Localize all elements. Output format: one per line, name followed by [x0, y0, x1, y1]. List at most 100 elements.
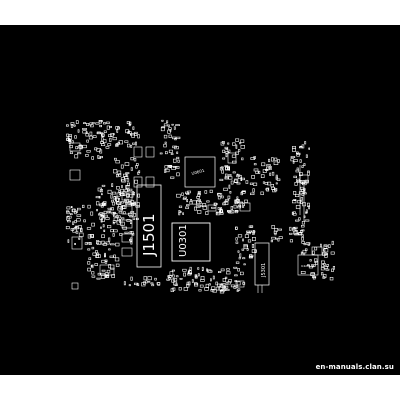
component-outline [154, 277, 157, 281]
component-outline [240, 177, 243, 182]
component-outline [118, 198, 120, 201]
component-outline [121, 185, 124, 188]
component-outline [176, 151, 179, 154]
component-outline [236, 174, 241, 178]
component-outline [75, 120, 79, 124]
component-outline [68, 134, 72, 137]
component-outline [107, 207, 113, 210]
schematic-viewer: J1501 U0301 U0601 J5301 U4201 en-manuals… [0, 25, 400, 375]
component-outline [235, 144, 238, 149]
component-outline [133, 131, 138, 134]
component-outline [122, 205, 127, 209]
component-outline [147, 276, 152, 281]
chip-u4201-label: U4201 [301, 264, 311, 268]
component-outline [109, 255, 114, 258]
component-outline [252, 237, 256, 242]
component-outline [88, 257, 92, 261]
component-outline [103, 130, 107, 134]
component-outline [123, 211, 126, 215]
component-outline [160, 127, 165, 132]
component-outline [194, 206, 198, 211]
component-outline [244, 234, 249, 238]
component-outline [218, 271, 222, 273]
component-outline [116, 129, 119, 133]
chip-outline [99, 264, 115, 276]
component-outline [320, 260, 325, 264]
component-outline [132, 142, 136, 145]
component-outline [190, 199, 193, 202]
component-outline [118, 190, 121, 194]
component-outline [94, 263, 98, 266]
component-outline [133, 158, 137, 162]
component-outline [294, 233, 299, 236]
component-outline [72, 221, 75, 225]
component-outline [129, 215, 134, 218]
component-outline [124, 140, 129, 143]
component-outline [73, 124, 76, 127]
component-outline [65, 226, 70, 230]
chip-u0601-outline [184, 156, 216, 188]
component-outline [100, 272, 105, 276]
component-outline [89, 234, 94, 238]
component-outline [328, 244, 331, 249]
component-outline [217, 192, 221, 196]
component-outline [303, 243, 307, 246]
component-outline [197, 191, 202, 195]
inductor-outline [121, 233, 133, 243]
component-outline [251, 249, 257, 253]
component-outline [189, 201, 193, 205]
component-outline [262, 169, 267, 174]
component-outline [179, 211, 182, 213]
component-outline [300, 225, 305, 228]
component-outline [212, 289, 217, 293]
component-outline [105, 217, 110, 220]
component-outline [260, 174, 265, 179]
component-outline [240, 145, 245, 149]
component-outline [221, 195, 224, 199]
component-outline [76, 210, 79, 213]
component-outline [228, 184, 231, 189]
component-outline [66, 133, 69, 137]
component-outline [235, 138, 240, 142]
component-outline [234, 210, 239, 213]
component-outline [222, 278, 227, 282]
component-outline [98, 213, 101, 216]
connector-j5301-outline [254, 242, 270, 286]
component-outline [91, 156, 94, 160]
component-outline [228, 176, 233, 180]
component-outline [108, 237, 111, 242]
chip-u4201-outline [297, 254, 319, 276]
component-outline [210, 288, 215, 292]
component-outline [260, 191, 264, 195]
component-outline [99, 212, 104, 216]
component-outline [112, 191, 117, 195]
component-outline [128, 201, 132, 205]
chip-outline [145, 176, 155, 188]
component-outline [165, 151, 168, 155]
component-outline [314, 246, 318, 251]
component-outline [242, 203, 245, 206]
component-outline [120, 221, 125, 226]
component-outline [115, 160, 120, 164]
component-outline [122, 191, 127, 196]
component-outline [234, 274, 238, 277]
component-outline [204, 190, 208, 194]
component-outline [224, 276, 228, 280]
component-outline [298, 217, 301, 221]
component-outline [175, 136, 181, 139]
component-outline [278, 236, 283, 239]
component-outline [92, 252, 97, 256]
component-outline [72, 228, 77, 233]
component-outline [248, 225, 253, 228]
component-outline [228, 174, 232, 177]
component-outline [323, 263, 326, 266]
component-outline [113, 254, 116, 258]
component-outline [86, 242, 91, 245]
component-outline [118, 211, 123, 214]
component-outline [253, 182, 258, 186]
component-outline [301, 144, 305, 149]
component-outline [118, 140, 124, 145]
component-outline [321, 264, 325, 268]
component-outline [137, 171, 140, 175]
component-outline [163, 143, 167, 148]
